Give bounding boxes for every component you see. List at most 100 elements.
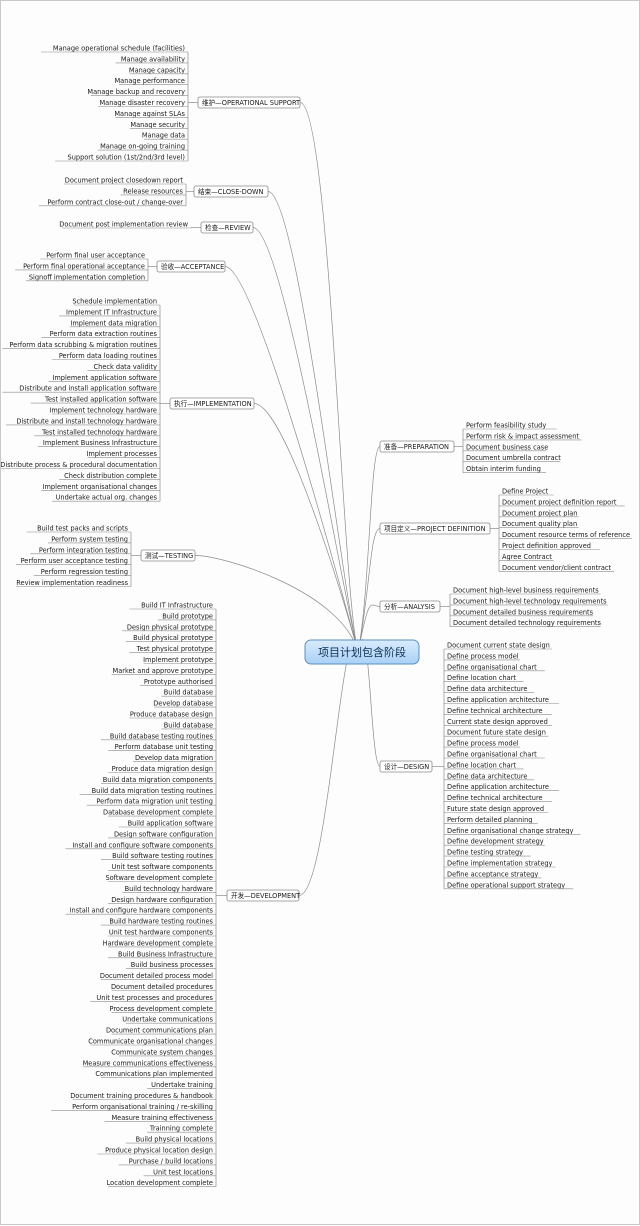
subtopic-item[interactable]: Build hardware testing routines	[100, 918, 216, 926]
subtopic-item[interactable]: Unit test hardware components	[108, 929, 216, 937]
subtopic-item[interactable]: Document project definition report	[499, 498, 625, 506]
subtopic-item[interactable]: Develop database	[153, 700, 216, 708]
subtopic-item[interactable]: Define testing strategy	[444, 849, 531, 857]
subtopic-item[interactable]: Support solution (1st/2nd/3rd level)	[55, 154, 188, 162]
subtopic-item[interactable]: Manage on-going training	[97, 143, 188, 151]
subtopic-item[interactable]: Manage backup and recovery	[87, 88, 188, 96]
subtopic-item[interactable]: Release resources	[120, 187, 186, 195]
subtopic-item[interactable]: Define process model	[444, 652, 520, 660]
subtopic-item[interactable]: Test installed application software	[30, 396, 160, 404]
subtopic-item[interactable]: Obtain interim funding	[463, 465, 547, 473]
subtopic-item[interactable]: Define organisational chart	[444, 751, 545, 759]
subtopic-item[interactable]: Current state design approved	[444, 718, 552, 726]
subtopic-item[interactable]: Perform contract close-out / change-over	[39, 198, 186, 206]
subtopic-item[interactable]: Distribute and install technology hardwa…	[5, 417, 160, 425]
subtopic-item[interactable]: Produce data migration design	[108, 765, 216, 773]
subtopic-item[interactable]: Perform database unit testing	[108, 743, 216, 751]
subtopic-item[interactable]: Prototype authorised	[140, 678, 216, 686]
subtopic-item[interactable]: Implement prototype	[143, 656, 216, 664]
subtopic-item[interactable]: Schedule implementation	[72, 298, 160, 306]
subtopic-item[interactable]: Perform system testing	[47, 535, 131, 543]
subtopic-item[interactable]: Build database testing routines	[100, 732, 216, 740]
subtopic-item[interactable]: Define Project	[499, 488, 554, 496]
subtopic-item[interactable]: Test installed technology hardware	[34, 428, 160, 436]
subtopic-item[interactable]: Communicate system changes	[111, 1048, 216, 1056]
subtopic-item[interactable]: Undertake training	[147, 1081, 216, 1089]
subtopic-item[interactable]: Define acceptance strategy	[444, 870, 542, 878]
subtopic-item[interactable]: Install and configure hardware component…	[65, 907, 216, 915]
subtopic-item[interactable]: Define application architecture	[444, 783, 560, 791]
subtopic-item[interactable]: Perform final user acceptance	[40, 252, 148, 260]
subtopic-item[interactable]: Manage operational schedule (facilities)	[41, 45, 188, 53]
subtopic-item[interactable]: Market and approve prototype	[111, 667, 216, 675]
subtopic-item[interactable]: Perform data loading routines	[52, 352, 160, 360]
subtopic-item[interactable]: Manage disaster recovery	[97, 99, 188, 107]
subtopic-item[interactable]: Software development complete	[105, 874, 216, 882]
subtopic-item[interactable]: Future state design approved	[444, 805, 549, 813]
subtopic-item[interactable]: Measure communications effectiveness	[83, 1059, 216, 1067]
subtopic-item[interactable]: Hardware development complete	[103, 939, 216, 947]
subtopic-item[interactable]: Design physical prototype	[122, 623, 216, 631]
subtopic-item[interactable]: Produce database design	[129, 711, 216, 719]
subtopic-item[interactable]: Build software testing routines	[100, 852, 216, 860]
subtopic-item[interactable]: Build business processes	[125, 961, 216, 969]
subtopic-item[interactable]: Produce physical location design	[97, 1147, 216, 1155]
subtopic-item[interactable]: Document high-level technology requireme…	[450, 597, 608, 605]
subtopic-item[interactable]: Build Business Infrastructure	[108, 950, 216, 958]
subtopic-item[interactable]: Document detailed process model	[100, 972, 216, 980]
subtopic-item[interactable]: Measure training effectiveness	[104, 1114, 217, 1122]
subtopic-item[interactable]: Define technical architecture	[444, 707, 552, 715]
subtopic-item[interactable]: Build data migration components	[100, 776, 216, 784]
subtopic-item[interactable]: Unit test processes and procedures	[90, 994, 216, 1002]
subtopic-item[interactable]: Document detailed business requirements	[450, 608, 594, 616]
subtopic-item[interactable]: Trainning complete	[147, 1125, 216, 1133]
subtopic-item[interactable]: Manage security	[129, 121, 188, 129]
subtopic-item[interactable]: Perform data migration unit testing	[86, 798, 216, 806]
subtopic-item[interactable]: Build database	[161, 689, 216, 697]
subtopic-item[interactable]: Perform data scrubbing & migration routi…	[2, 341, 160, 349]
subtopic-item[interactable]: Define implementation strategy	[444, 860, 556, 868]
central-topic-box[interactable]	[304, 639, 420, 665]
subtopic-item[interactable]: Define development strategy	[444, 838, 545, 846]
subtopic-item[interactable]: Process development complete	[109, 1005, 216, 1013]
subtopic-item[interactable]: Test physical prototype	[129, 645, 216, 653]
subtopic-item[interactable]: Communicate organisational changes	[88, 1038, 216, 1046]
subtopic-item[interactable]: Define process model	[444, 740, 520, 748]
subtopic-item[interactable]: Document detailed procedures	[111, 983, 216, 991]
subtopic-item[interactable]: Location development complete	[107, 1179, 216, 1187]
subtopic-item[interactable]: Build database	[161, 721, 216, 729]
subtopic-item[interactable]: Perform feasibility study	[463, 422, 557, 430]
subtopic-item[interactable]: Check distribution complete	[59, 472, 160, 480]
subtopic-item[interactable]: Perform regression testing	[33, 568, 131, 576]
subtopic-item[interactable]: Implement processes	[86, 450, 160, 458]
subtopic-item[interactable]: Database development complete	[103, 809, 216, 817]
subtopic-item[interactable]: Communications plan implemented	[95, 1070, 216, 1078]
subtopic-item[interactable]: Perform data extraction routines	[41, 330, 160, 338]
subtopic-item[interactable]: Purchase / build locations	[118, 1157, 216, 1165]
subtopic-item[interactable]: Manage capacity	[129, 66, 188, 74]
subtopic-item[interactable]: Define application architecture	[444, 696, 560, 704]
subtopic-item[interactable]: Manage performance	[114, 77, 188, 85]
subtopic-item[interactable]: Document business case	[463, 443, 548, 451]
subtopic-item[interactable]: Undertake actual org. changes	[52, 494, 160, 502]
subtopic-item[interactable]: Build technology hardware	[122, 885, 216, 893]
subtopic-item[interactable]: Document high-level business requirement…	[450, 587, 601, 595]
subtopic-item[interactable]: Build data migration testing routines	[79, 787, 216, 795]
subtopic-item[interactable]: Perform detailed planning	[444, 816, 538, 824]
subtopic-item[interactable]: Define data architecture	[444, 685, 535, 693]
subtopic-item[interactable]: Perform risk & impact assessment	[463, 432, 582, 440]
subtopic-item[interactable]: Define organisational chart	[444, 663, 545, 671]
subtopic-item[interactable]: Document current state design	[444, 642, 552, 650]
subtopic-item[interactable]: Document project plan	[499, 509, 579, 517]
subtopic-item[interactable]: Implement data migration	[69, 319, 160, 327]
subtopic-item[interactable]: Distribute process & procedural document…	[1, 461, 160, 469]
subtopic-item[interactable]: Define technical architecture	[444, 794, 552, 802]
subtopic-item[interactable]: Perform final operational acceptance	[15, 262, 148, 270]
subtopic-item[interactable]: Design software configuration	[108, 830, 216, 838]
